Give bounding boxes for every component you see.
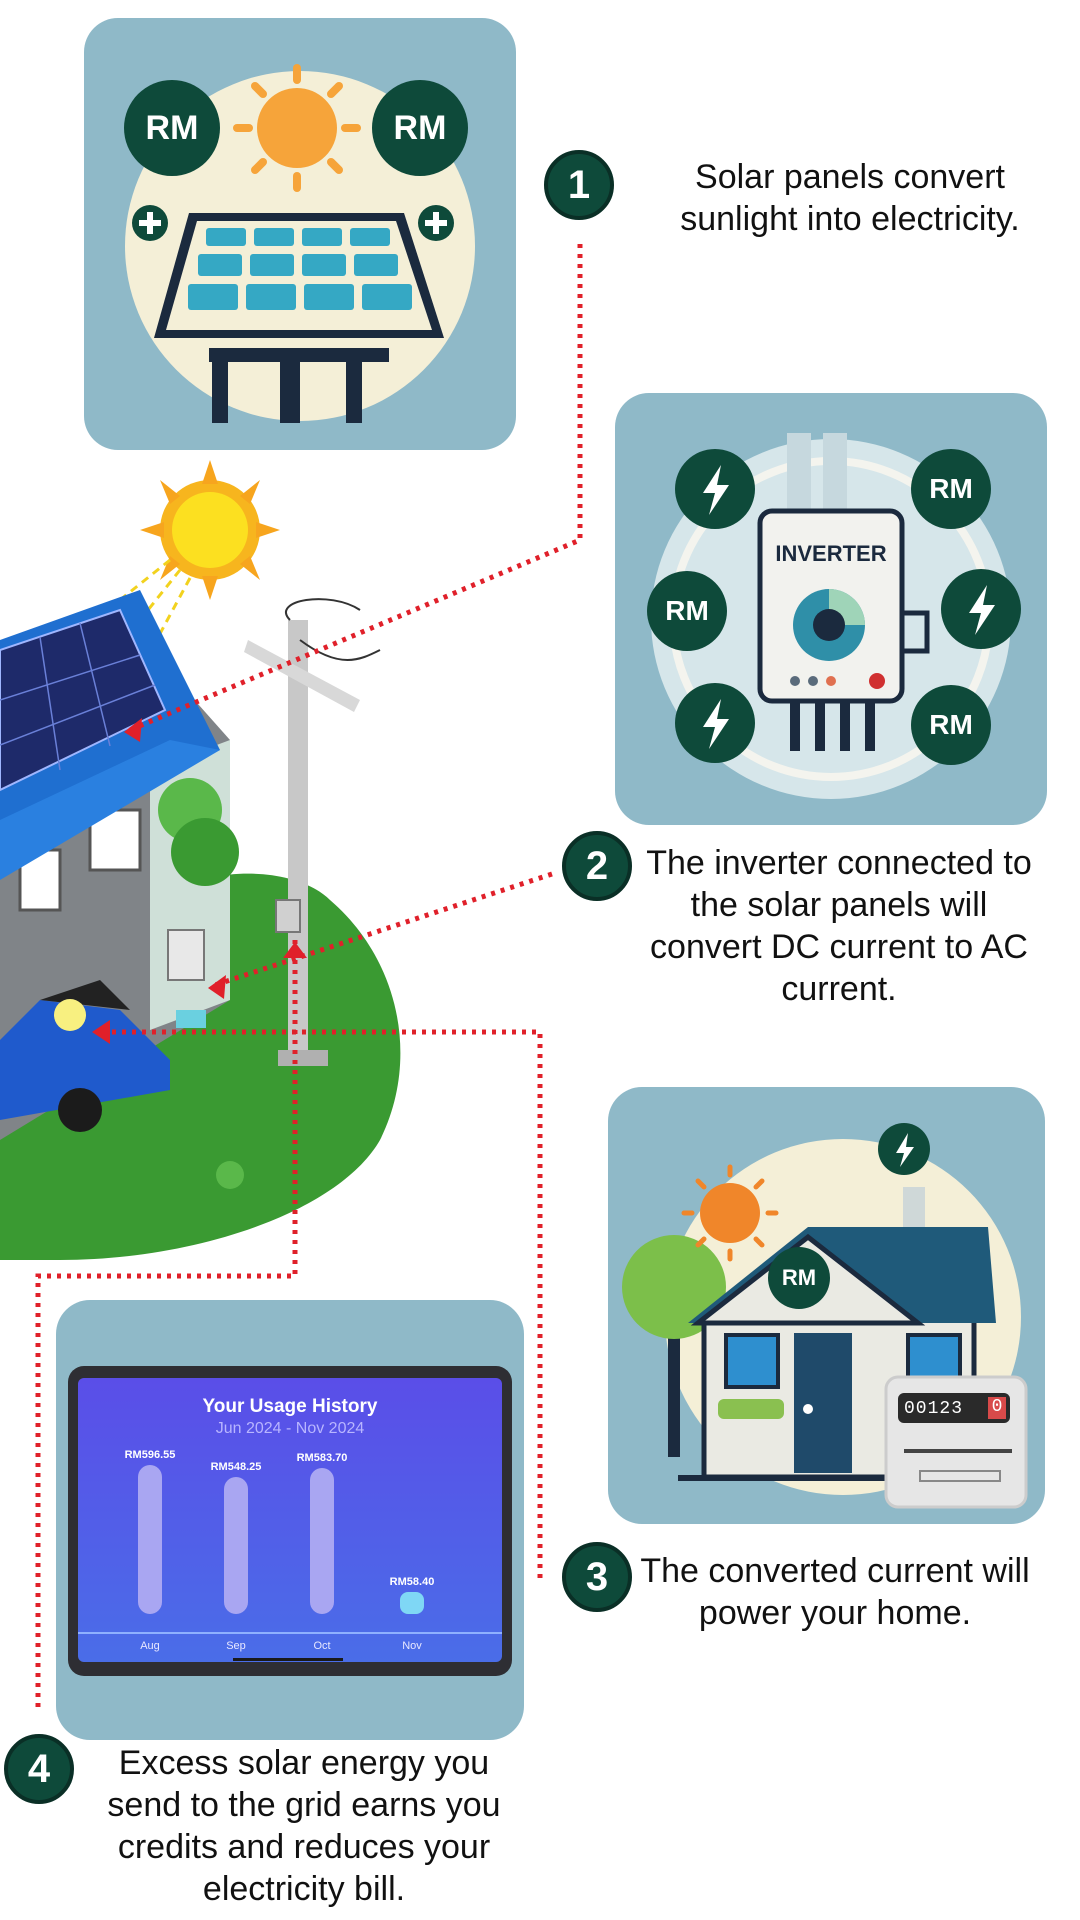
sun-icon: [233, 64, 361, 192]
lightning-icon: [878, 1123, 930, 1175]
step-3-text: The converted current will power your ho…: [640, 1552, 1030, 1632]
inverter-card: INVERTER RM RM RM: [615, 393, 1047, 825]
rm-coin-icon: RM: [124, 80, 220, 176]
path-step-4: [35, 940, 298, 1712]
step-2-badge: 2: [562, 831, 632, 901]
arrow-icon: [124, 718, 142, 742]
sun-icon: [681, 1164, 779, 1262]
chart-category-label: Oct: [313, 1640, 331, 1652]
arrow-icon: [92, 1020, 110, 1044]
inverter-label: INVERTER: [775, 541, 887, 566]
lightning-icon: [941, 569, 1021, 649]
meter-last-digit: 0: [988, 1397, 1006, 1419]
car-icon: [0, 1000, 170, 1120]
rm-coin-icon: RM: [768, 1247, 830, 1309]
chart-axis-line: [78, 1632, 502, 1634]
rm-coin-icon: RM: [911, 685, 991, 765]
step-1-badge: 1: [544, 150, 614, 220]
chart-category-label: Sep: [226, 1640, 246, 1652]
path-step-1: [129, 244, 583, 733]
home-illustration: [622, 1123, 1028, 1509]
usage-subtitle: Jun 2024 - Nov 2024: [215, 1420, 365, 1437]
usage-history-card: Your Usage History Jun 2024 - Nov 2024 R…: [56, 1300, 524, 1740]
chart-value-label: RM58.40: [389, 1576, 435, 1588]
chart-category-label: Nov: [402, 1640, 422, 1652]
step-3-badge: 3: [562, 1542, 632, 1612]
lightning-icon: [675, 683, 755, 763]
step-4-badge: 4: [4, 1734, 74, 1804]
usage-app-screen: Your Usage History Jun 2024 - Nov 2024 R…: [78, 1378, 502, 1662]
chart-bar-sep[interactable]: [224, 1476, 248, 1614]
chart-value-label: RM596.55: [124, 1448, 176, 1461]
rm-coin-icon: RM: [647, 571, 727, 651]
chart-bar-aug[interactable]: [138, 1464, 162, 1614]
home-card: 00123 0 RM: [608, 1087, 1045, 1524]
usage-title: Your Usage History: [202, 1396, 378, 1417]
house-scene-illustration: [0, 460, 401, 1260]
chart-bar-oct[interactable]: [310, 1468, 334, 1614]
plus-icon: [132, 205, 168, 241]
step-4-text: Excess solar energy you send to the grid…: [107, 1744, 501, 1908]
path-step-2: [214, 871, 553, 988]
chart-category-label: Aug: [140, 1640, 160, 1652]
chart-value-label: RM583.70: [296, 1452, 348, 1465]
step-1-text: Solar panels convert sunlight into elect…: [680, 158, 1020, 238]
lightning-icon: [675, 449, 755, 529]
chart-bar-nov[interactable]: [400, 1592, 424, 1614]
sun-icon: [140, 460, 280, 600]
chart-value-label: RM548.25: [210, 1460, 262, 1473]
arrow-icon: [283, 942, 307, 958]
meter-reading: 00123: [904, 1399, 964, 1419]
plus-icon: [418, 205, 454, 241]
path-step-3: [100, 1029, 543, 1578]
home-indicator: [233, 1658, 343, 1661]
arrow-icon: [208, 975, 226, 999]
step-2-text: The inverter connected to the solar pane…: [646, 844, 1032, 1008]
rm-coin-icon: RM: [372, 80, 468, 176]
solar-panel-card: RM RM: [84, 18, 516, 450]
rm-coin-icon: RM: [911, 449, 991, 529]
